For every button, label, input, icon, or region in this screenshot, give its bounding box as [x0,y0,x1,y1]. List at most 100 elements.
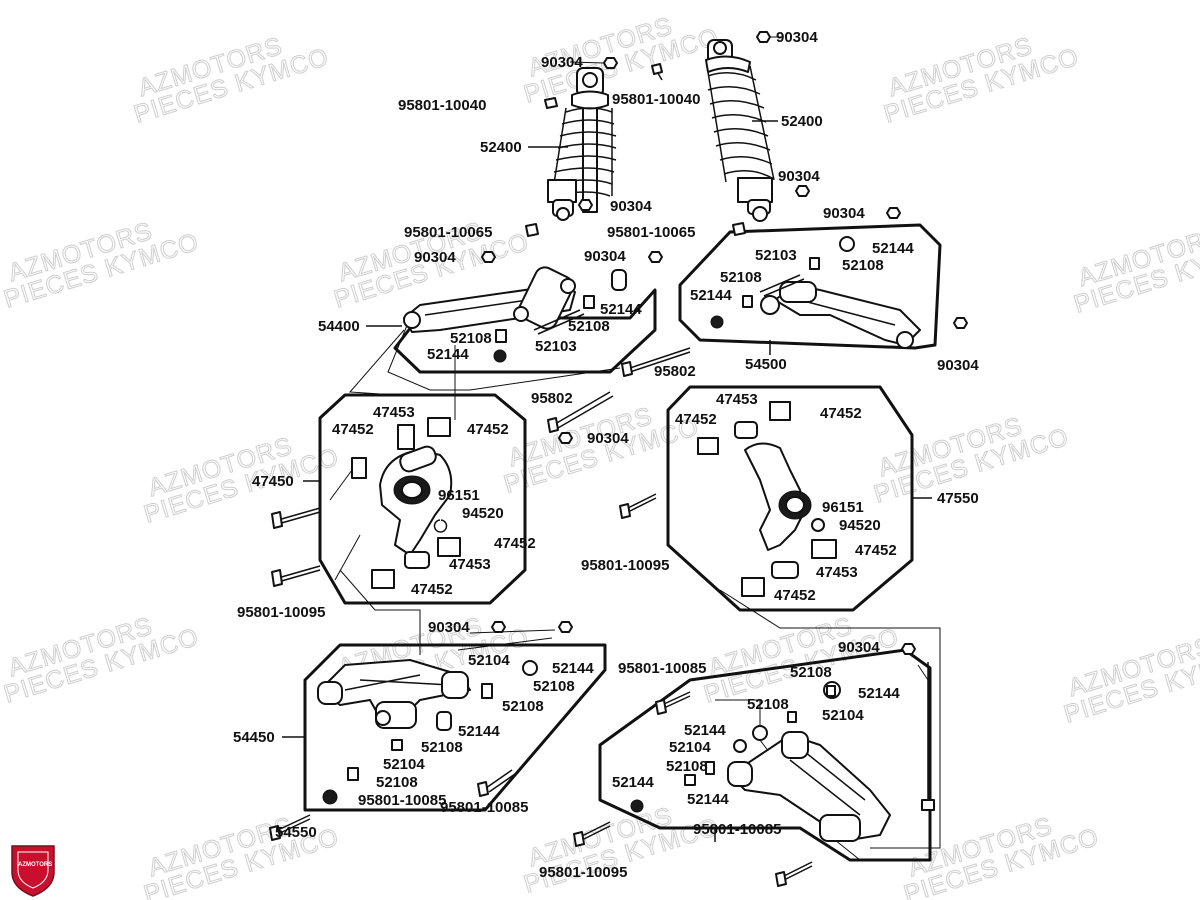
logo-text: AZMOTORS [18,862,52,868]
nut-90304-h [953,317,968,329]
part-label: 52144 [600,301,642,318]
part-label: 95801-10040 [398,97,486,114]
nut-90304-l [901,643,916,655]
part-label: 47450 [252,473,294,490]
part-label: 54400 [318,318,360,335]
part-label: 52104 [383,756,425,773]
part-label: 52108 [842,257,884,274]
upper-arm-right [710,236,921,349]
nut-90304-f [648,251,663,263]
part-label: 47452 [494,535,536,552]
part-label: 47550 [937,490,979,507]
azmotors-logo: AZMOTORS [11,845,55,897]
knuckle-right [697,401,837,597]
bolt-95801-10065-left [525,223,539,237]
part-label: 52144 [552,660,594,677]
bolt-95802 [621,347,691,377]
part-label: 96151 [438,487,480,504]
bolt-95801-10095-mid [619,493,657,519]
part-label: 52144 [427,346,469,363]
part-label: 90304 [541,54,583,71]
nut-90304-i [558,432,573,444]
part-label: 52104 [822,707,864,724]
upper-arm-left [403,266,627,363]
nut-90304-g [886,207,901,219]
part-label: 52108 [376,774,418,791]
part-label: 52144 [687,791,729,808]
bolt-95801-10040-left [544,97,558,109]
nut-90304-b [756,31,771,43]
part-label: 52108 [720,269,762,286]
bolt-long-left-upper [271,507,321,529]
part-label: 95801-10085 [618,660,706,677]
part-label: 90304 [776,29,818,46]
part-label: 47453 [816,564,858,581]
part-label: 47452 [332,421,374,438]
part-label: 95801-10065 [607,224,695,241]
part-label: 47452 [675,411,717,428]
part-label: 54450 [233,729,275,746]
part-label: 52144 [612,774,654,791]
part-label: 90304 [428,619,470,636]
group-outline-54500 [678,223,942,350]
leader-lines [282,120,932,842]
nut-90304-e [481,251,496,263]
part-label: 47452 [774,587,816,604]
part-label: 52108 [747,696,789,713]
part-label: 90304 [587,430,629,447]
part-label: 52144 [690,287,732,304]
part-label: 52108 [533,678,575,695]
part-label: 52108 [666,758,708,775]
lower-arm-left [317,659,538,805]
part-label: 95801-10065 [404,224,492,241]
part-label: 52144 [858,685,900,702]
bolt-95801-10085-a [655,691,691,715]
bolt-95801-10040-right [651,63,663,81]
part-label: 95801-10095 [539,864,627,881]
part-label: 47453 [716,391,758,408]
part-label: 90304 [823,205,865,222]
bolt-90304-right-edge [921,662,935,811]
part-label: 54550 [275,824,317,841]
part-label: 94520 [839,517,881,534]
part-label: 47453 [373,404,415,421]
group-outline-47550 [666,385,914,612]
part-label: 52103 [535,338,577,355]
part-label: 52108 [421,739,463,756]
bolt-95801-10095-bottom [775,861,813,887]
part-label: 47453 [449,556,491,573]
nut-90304-d [795,185,810,197]
part-label: 95801-10085 [440,799,528,816]
part-label: 52108 [790,664,832,681]
part-label: 52144 [458,723,500,740]
part-label: 52108 [568,318,610,335]
part-label: 95801-10095 [237,604,325,621]
part-label: 95801-10095 [581,557,669,574]
part-label: 47452 [855,542,897,559]
bolt-95801-10085-d [573,821,611,847]
bolt-95801-10085-c [269,814,311,841]
bolts-and-nuts [269,31,968,887]
group-outline-54550 [598,648,932,862]
knuckle-left [351,417,461,589]
logo-shield-icon [11,845,55,897]
part-label: 52400 [781,113,823,130]
part-label: 47452 [820,405,862,422]
part-label: 95801-10085 [358,792,446,809]
part-label: 90304 [838,639,880,656]
part-label: 90304 [778,168,820,185]
bolt-95802-b [547,391,614,433]
part-label: 52108 [502,698,544,715]
part-label: 47452 [411,581,453,598]
nut-90304-k [558,621,573,633]
part-label: 90304 [584,248,626,265]
bolt-long-left-lower [271,565,321,587]
part-label: 52104 [669,739,711,756]
